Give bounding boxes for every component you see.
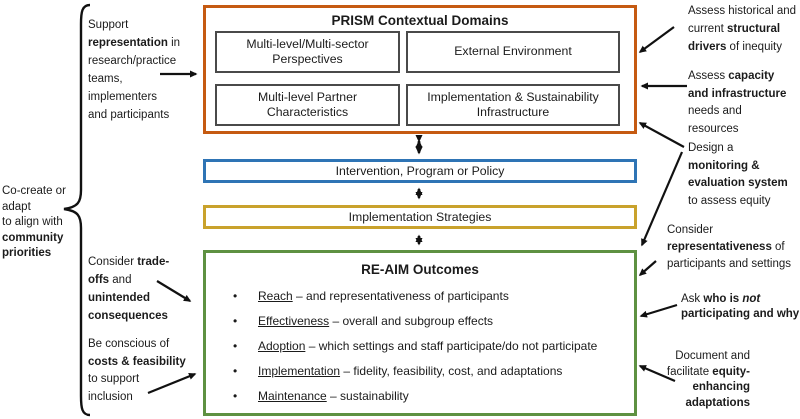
reaim-bullet-list: • Reach – and representativeness of part… (206, 283, 634, 408)
cell-implementation-sustainability-infrastructure: Implementation & Sustainability Infrastr… (406, 84, 620, 126)
intervention-program-policy-box: Intervention, Program or Policy (203, 159, 637, 183)
bullet-dot-icon: • (233, 313, 238, 328)
annotation-monitoring-evaluation: Design a monitoring & evaluation system … (688, 142, 788, 207)
strategies-label: Implementation Strategies (348, 210, 492, 224)
arrow-representativeness-to-reaim-icon (638, 260, 657, 276)
arrow-design-to-prism-icon (638, 122, 685, 148)
reaim-bullet-reach: • Reach – and representativeness of part… (233, 288, 509, 303)
arrow-historical-to-prism-icon (638, 26, 675, 53)
annotation-who-not-participating: Ask who is not participating and why (681, 293, 800, 320)
reaim-bullet-effectiveness: • Effectiveness – overall and subgroup e… (233, 313, 494, 328)
cell-multilevel-multisector-perspectives: Multi-level/Multi-sector Perspectives (215, 31, 400, 73)
reaim-title: RE-AIM Outcomes (361, 262, 479, 277)
bullet-dot-icon: • (233, 363, 238, 378)
cell-external-environment: External Environment (406, 31, 620, 73)
bullet-dot-icon: • (233, 288, 238, 303)
prism-cell-grid: Multi-level/Multi-sector Perspectives Ex… (215, 31, 620, 126)
prism-title: PRISM Contextual Domains (331, 13, 509, 28)
bullet-dot-icon: • (233, 338, 238, 353)
intervention-label: Intervention, Program or Policy (335, 164, 505, 178)
reaim-bullet-maintenance: • Maintenance – sustainability (233, 388, 409, 403)
annotation-support-representation: Support representation in research/pract… (88, 19, 181, 121)
annotation-structural-drivers: Assess historical and current structural… (688, 5, 797, 53)
annotation-capacity-infrastructure: Assess capacity and infrastructure needs… (688, 70, 787, 135)
prism-contextual-domains-box: PRISM Contextual Domains Multi-level/Mul… (203, 5, 637, 134)
annotation-consider-tradeoffs: Consider trade- offs and unintended cons… (88, 256, 170, 322)
arrow-ask-to-reaim-icon (639, 303, 678, 318)
annotation-cocreate-adapt: Co-create or adapt to align with communi… (2, 185, 66, 259)
implementation-strategies-box: Implementation Strategies (203, 205, 637, 229)
annotation-costs-feasibility: Be conscious of costs & feasibility to s… (88, 338, 186, 403)
annotation-representativeness: Consider representativeness of participa… (667, 224, 792, 270)
cell-multilevel-partner-characteristics: Multi-level Partner Characteristics (215, 84, 400, 126)
bullet-dot-icon: • (233, 388, 238, 403)
reaim-outcomes-box: RE-AIM Outcomes • Reach – and representa… (203, 250, 637, 416)
reaim-bullet-adoption: • Adoption – which settings and staff pa… (233, 338, 598, 353)
annotation-equity-adaptations: Document and facilitate equity- enhancin… (666, 350, 750, 409)
reaim-bullet-implementation: • Implementation – fidelity, feasibility… (233, 363, 563, 378)
